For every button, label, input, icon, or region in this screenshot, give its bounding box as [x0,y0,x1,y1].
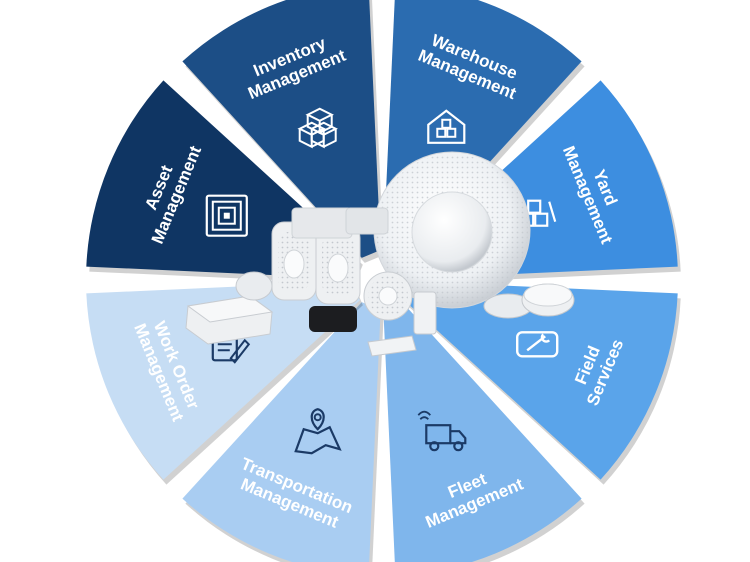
round-sensor-lens [378,286,398,306]
gateway-dome [411,191,493,273]
warehouse-icon [427,109,466,144]
sensor-right-lens [327,253,349,283]
stick-sensor [413,291,437,335]
truck-icon [417,410,467,452]
sensor-back-2 [345,207,389,235]
rfid-chip-icon [205,194,248,237]
device-cluster [185,151,575,357]
segment-inventory[interactable] [182,0,381,258]
black-tag [309,306,357,332]
segment-transport[interactable] [182,302,381,562]
wrench-icon [516,331,559,358]
segment-field[interactable] [404,281,678,480]
flat-box-top [186,295,274,323]
segment-fleet[interactable] [383,302,582,562]
coin-tag [235,271,273,301]
sensor-back [291,207,353,239]
card-tag [367,335,417,357]
puck-sensor-2-top [523,283,573,307]
segment-workorder[interactable] [86,281,360,480]
sensor-left-lens [283,249,305,279]
boxes-icon [297,107,338,149]
map-pin-icon [294,408,342,455]
